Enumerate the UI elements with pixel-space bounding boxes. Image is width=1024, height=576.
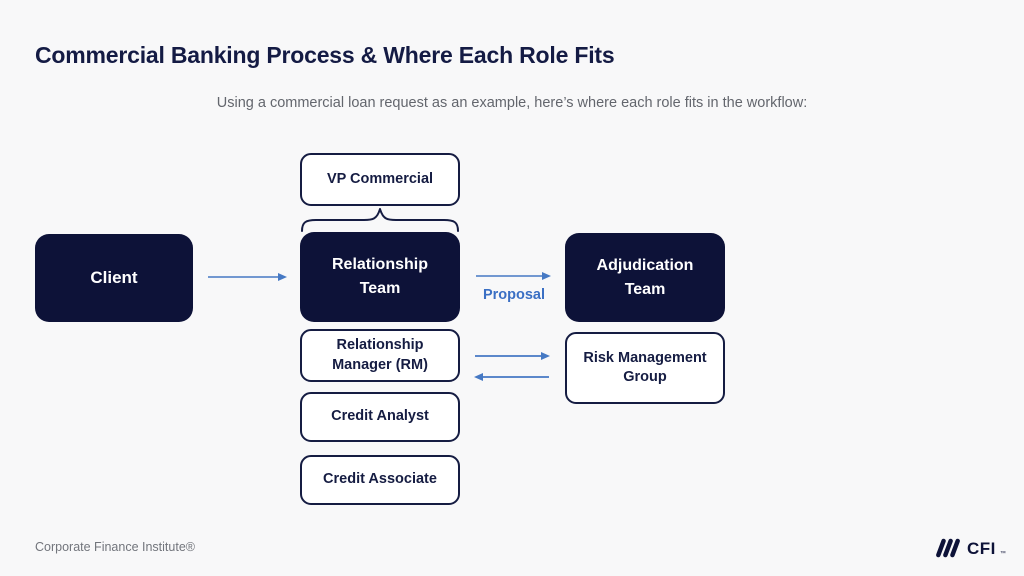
node-client: Client	[35, 234, 193, 322]
node-relationship-team: Relationship Team	[300, 232, 460, 322]
arrow-relationship-team-to-adjudication-team	[476, 272, 551, 280]
page-title: Commercial Banking Process & Where Each …	[35, 42, 615, 68]
node-adjudication-team: Adjudication Team	[565, 233, 725, 322]
three-slanted-bars-icon	[936, 538, 960, 558]
node-relationship-manager: Relationship Manager (RM)	[300, 329, 460, 382]
node-credit-associate-label: Credit Associate	[323, 471, 437, 488]
page-subtitle: Using a commercial loan request as an ex…	[216, 95, 808, 111]
node-adjudication-team-label: Adjudication Team	[596, 256, 694, 298]
arrow-relationship-manager-to-risk-group	[475, 352, 550, 360]
node-risk-management-group-label: Risk Management Group	[583, 349, 707, 385]
arrow-risk-group-to-relationship-manager	[474, 373, 549, 381]
cfi-logo-trademark: ™	[999, 551, 1006, 557]
node-relationship-team-label: Relationship Team	[331, 256, 428, 297]
node-credit-associate: Credit Associate	[300, 455, 460, 505]
footer-attribution: Corporate Finance Institute®	[35, 540, 195, 554]
node-credit-analyst: Credit Analyst	[300, 392, 460, 442]
node-credit-analyst-label: Credit Analyst	[331, 408, 429, 425]
arrow-client-to-relationship-team	[208, 273, 287, 281]
proposal-edge-label: Proposal	[482, 287, 546, 303]
cfi-logo-text: CFI	[967, 538, 996, 558]
node-vp-commercial: VP Commercial	[300, 153, 460, 206]
node-vp-commercial-label: VP Commercial	[326, 170, 434, 187]
node-client-label: Client	[90, 268, 138, 288]
node-relationship-manager-label: Relationship Manager (RM)	[332, 337, 428, 373]
cfi-logo: CFI ™	[933, 537, 1006, 559]
node-risk-management-group: Risk Management Group	[565, 332, 725, 404]
brace-connector	[301, 208, 459, 232]
